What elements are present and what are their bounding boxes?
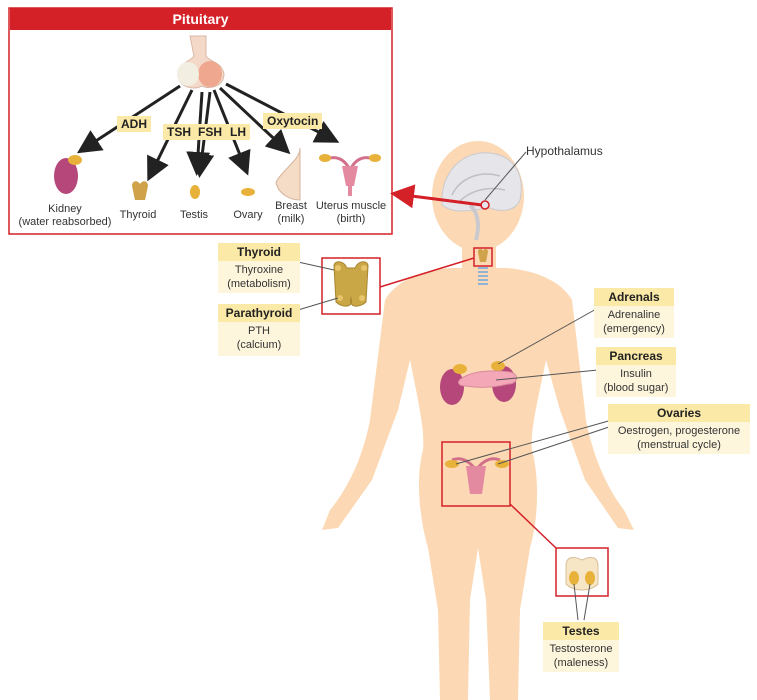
- neck-highlight: [473, 247, 493, 267]
- target-breast: Breast (milk): [275, 200, 307, 225]
- adrenal-small-icon: [68, 155, 82, 165]
- card-parathyroid-title: Parathyroid: [218, 304, 300, 322]
- hypothalamus-leader: [484, 151, 527, 201]
- card-pancreas-title: Pancreas: [596, 347, 676, 365]
- trachea-icon: [478, 267, 488, 285]
- target-thyroid: Thyroid: [119, 209, 157, 221]
- neck-thyroid-icon: [478, 248, 488, 262]
- card-ovaries-title: Ovaries: [608, 404, 750, 422]
- ovary-icon: [241, 188, 255, 196]
- hormone-oxytocin: Oxytocin: [263, 113, 323, 129]
- body-adrenal-right: [491, 361, 505, 371]
- hypothalamus-label: Hypothalamus: [526, 144, 603, 158]
- card-testes-title: Testes: [543, 622, 619, 640]
- body-adrenal-left: [453, 364, 467, 374]
- breast-icon: [275, 147, 301, 201]
- testis-icon: [190, 185, 200, 199]
- testes-zoom-line: [509, 503, 557, 549]
- card-thyroid: Thyroid Thyroxine(metabolism): [218, 243, 300, 293]
- body-uterus-icon: [445, 457, 509, 494]
- target-testis: Testis: [179, 209, 209, 221]
- thyroid-small-icon: [132, 181, 148, 200]
- body-pancreas: [458, 370, 517, 388]
- card-adrenals-title: Adrenals: [594, 288, 674, 306]
- pelvis-highlight: [441, 441, 511, 507]
- target-ovary: Ovary: [233, 209, 263, 221]
- pituitary-title: Pituitary: [10, 8, 391, 30]
- card-pancreas: Pancreas Insulin(blood sugar): [596, 347, 676, 397]
- hormone-tsh: TSH: [163, 124, 195, 140]
- hormone-lh: LH: [226, 124, 250, 140]
- uterus-icon: [319, 154, 381, 196]
- card-parathyroid: Parathyroid PTH(calcium): [218, 304, 300, 356]
- pituitary-gland-icon: [177, 35, 225, 89]
- target-uterus: Uterus muscle (birth): [315, 200, 387, 225]
- target-kidney: Kidney (water reabsorbed): [18, 203, 112, 228]
- card-thyroid-title: Thyroid: [218, 243, 300, 261]
- hormone-adh: ADH: [117, 116, 151, 132]
- card-adrenals: Adrenals Adrenaline(emergency): [594, 288, 674, 338]
- kidney-icon: [54, 158, 78, 194]
- thyroid-large-icon: [333, 261, 369, 307]
- thyroid-zoom-line: [379, 257, 475, 288]
- brain-section: [441, 152, 522, 241]
- testes-icon: [565, 557, 599, 591]
- card-testes: Testes Testosterone(maleness): [543, 622, 619, 672]
- body-kidney-left: [440, 369, 464, 405]
- card-ovaries: Ovaries Oestrogen, progesterone(menstrua…: [608, 404, 750, 454]
- hormone-fsh: FSH: [194, 124, 226, 140]
- hypothalamus-arrow: [390, 184, 483, 209]
